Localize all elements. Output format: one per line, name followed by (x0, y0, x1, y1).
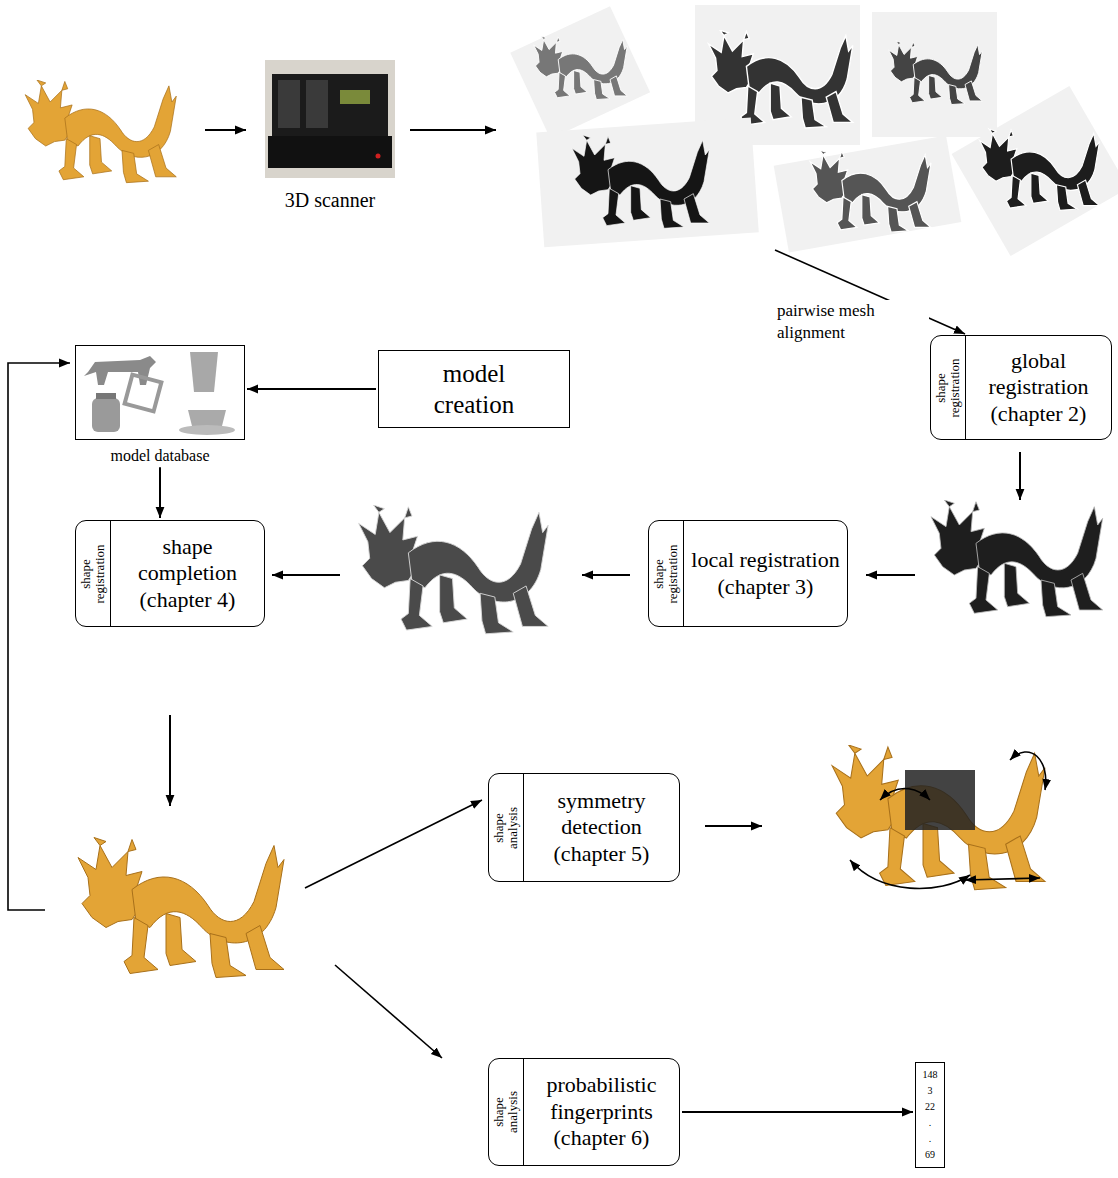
category-label: shape registration (934, 358, 961, 417)
dragon-figure (25, 80, 176, 183)
range-scans (510, 5, 1118, 256)
database-caption: model database (75, 446, 245, 465)
flow-arrow (169, 715, 171, 806)
registration-box: shape registration global registration (c… (930, 335, 1112, 440)
flow-arrow (205, 129, 246, 131)
database-models (84, 352, 235, 435)
symmetry-figure (832, 745, 1046, 890)
fingerprint-value: . (929, 1131, 932, 1147)
database-frame (75, 345, 245, 440)
registration-box: shape analysis probabilistic fingerprints… (488, 1058, 680, 1166)
feedback-arrow (8, 363, 70, 910)
connector-arrow (159, 467, 161, 518)
flow-arrow (1019, 452, 1021, 500)
scanner-picture (265, 60, 395, 178)
box-body: global registration (chapter 2) (966, 336, 1111, 439)
fingerprint-value: 22 (925, 1099, 935, 1115)
fingerprint-value: 148 (923, 1067, 938, 1083)
picture-caption: 3D scanner (262, 188, 398, 212)
flow-arrow (410, 129, 496, 131)
category-column: shape registration (76, 521, 111, 626)
registration-box: shape registration local registration (ch… (648, 520, 848, 627)
box-body: probabilistic fingerprints (chapter 6) (524, 1059, 679, 1165)
category-label: shape registration (652, 544, 679, 603)
flow-arrow (272, 574, 340, 576)
category-column: shape registration (931, 336, 966, 439)
category-column: shape registration (649, 521, 684, 626)
fingerprint-value: . (929, 1115, 932, 1131)
process-box: model creation (378, 350, 570, 428)
box-body: local registration (chapter 3) (684, 521, 847, 626)
registration-box: shape registration shape completion (chap… (75, 520, 265, 627)
flow-arrow (305, 800, 482, 888)
scanner-node: 3D scanner (262, 188, 398, 212)
box-title: global registration (chapter 2) (972, 348, 1105, 427)
category-label: shape registration (79, 544, 106, 603)
category-column: shape analysis (489, 774, 524, 881)
fingerprint-value: 3 (928, 1083, 933, 1099)
final-model-figure (78, 838, 284, 978)
registration-box: shape analysis symmetry detection (chapte… (488, 773, 680, 882)
fingerprint-value: 69 (925, 1147, 935, 1163)
merged-mesh-figure (359, 505, 549, 634)
box-body: shape completion (chapter 4) (111, 521, 264, 626)
box-title: model creation (434, 358, 515, 421)
flow-arrow (866, 574, 915, 576)
box-body: symmetry detection (chapter 5) (524, 774, 679, 881)
box-title: shape completion (chapter 4) (117, 534, 258, 613)
arrow-label: pairwise mesh alignment (775, 300, 929, 344)
spacer (300, 392, 350, 393)
category-column: shape analysis (489, 1059, 524, 1165)
flow-arrow (705, 825, 762, 827)
box-title: symmetry detection (chapter 5) (530, 788, 673, 867)
box-title: local registration (chapter 3) (690, 547, 841, 600)
connector-arrow (247, 388, 376, 390)
category-label: shape analysis (492, 1091, 519, 1133)
aligned-scans-figure (931, 500, 1103, 617)
connector-arrow (682, 1111, 913, 1113)
fingerprint-list: 148322..69 (915, 1062, 945, 1168)
box-body: model creation (434, 358, 515, 421)
flow-arrow (582, 574, 630, 576)
category-label: shape analysis (492, 807, 519, 849)
flow-arrow (335, 965, 442, 1058)
database-node: model database (75, 345, 245, 465)
box-title: probabilistic fingerprints (chapter 6) (530, 1072, 673, 1151)
